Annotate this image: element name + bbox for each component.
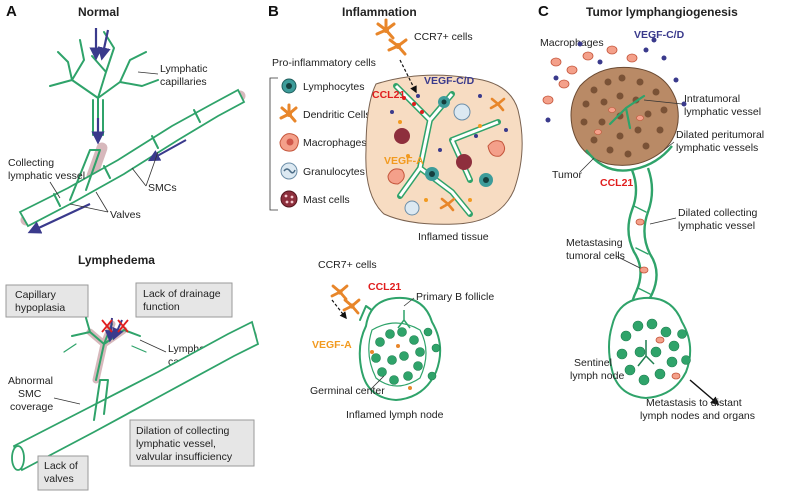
collecting-vessel-label-1: Collecting	[8, 157, 54, 169]
panel-c-letter: C	[538, 3, 549, 20]
legend-lymphocytes: Lymphocytes	[303, 81, 364, 93]
metastasing-label-2: tumoral cells	[566, 250, 625, 262]
svg-text:Lack of drainage: Lack of drainage	[143, 288, 221, 300]
sentinel-label-2: lymph node	[570, 370, 624, 382]
primary-follicle-label: Primary B follicle	[416, 291, 494, 303]
lymphedema-collecting-vessel	[11, 320, 260, 472]
germinal-center-label: Germinal center	[310, 385, 385, 397]
intratumoral-label-1: Intratumoral	[684, 93, 740, 105]
legend-granulocytes: Granulocytes	[303, 166, 365, 178]
abnormal-smc-label-1: Abnormal	[8, 375, 53, 387]
svg-text:hypoplasia: hypoplasia	[15, 302, 65, 314]
legend-dendritic-cell-icon	[279, 103, 298, 123]
sentinel-label-1: Sentinel	[574, 357, 612, 369]
abnormal-smc-label-2: SMC	[18, 388, 42, 400]
tumor-mass	[570, 66, 679, 172]
dilated-peritumoral-label-1: Dilated peritumoral	[676, 129, 764, 141]
ccl21-label-b-top: CCL21	[372, 89, 405, 101]
normal-capillary-network	[49, 28, 159, 145]
macrophages-label-c: Macrophages	[540, 37, 604, 49]
metastasing-label-1: Metastasing	[566, 237, 623, 249]
intratumoral-label-2: lymphatic vessel	[684, 106, 761, 118]
pro-inflammatory-label: Pro-inflammatory cells	[272, 57, 376, 69]
vegf-a-label-b-top: VEGF-A	[384, 155, 424, 167]
panel-a-letter: A	[6, 3, 17, 20]
panel-c-title: Tumor lymphangiogenesis	[586, 5, 738, 19]
dilated-collecting-vessel	[627, 167, 658, 317]
svg-text:valvular insufficiency: valvular insufficiency	[136, 451, 233, 463]
ccr7-top-label: CCR7+ cells	[414, 31, 473, 43]
legend-bracket	[269, 77, 278, 211]
svg-text:function: function	[143, 301, 180, 313]
legend-macrophages: Macrophages	[303, 137, 367, 149]
ccr7-dendritic-cells-top	[375, 18, 408, 56]
legend-macrophage-icon	[279, 133, 299, 152]
inflamed-lymph-node-label: Inflamed lymph node	[346, 409, 444, 421]
normal-capillaries-label-1: Lymphatic	[160, 63, 207, 75]
panel-a-normal-title: Normal	[78, 5, 119, 19]
svg-text:lymphatic vessel,: lymphatic vessel,	[136, 438, 216, 450]
smcs-label: SMCs	[148, 182, 177, 194]
legend-granulocyte-icon	[280, 162, 298, 180]
valves-label: Valves	[110, 209, 141, 221]
legend-lymphocyte-icon	[281, 78, 297, 94]
legend-mast-cells: Mast cells	[303, 194, 350, 206]
capillary-hypoplasia-box: Capillary hypoplasia	[5, 284, 89, 318]
metastasis-label-2: lymph nodes and organs	[640, 410, 755, 422]
ccl21-label-b-bottom: CCL21	[368, 281, 401, 293]
panel-b-title: Inflammation	[342, 5, 417, 19]
legend-mast-cell-icon	[280, 190, 298, 208]
dilation-box: Dilation of collecting lymphatic vessel,…	[129, 419, 255, 467]
tumor-label: Tumor	[552, 169, 582, 181]
panel-a: A Normal Lymphatic capillaries Collectin…	[5, 3, 260, 491]
legend-dendritic-cells: Dendritic Cells	[303, 109, 371, 121]
lymphedema-title: Lymphedema	[78, 253, 155, 267]
panel-b-letter: B	[268, 3, 279, 20]
svg-text:Lack of: Lack of	[44, 460, 78, 472]
ccr7-dendritic-cells-bottom	[330, 284, 361, 315]
dilated-collecting-label-2: lymphatic vessel	[678, 220, 755, 232]
vegf-a-label-b-bottom: VEGF-A	[312, 339, 352, 351]
inflamed-tissue	[365, 59, 523, 225]
inflamed-lymph-node	[331, 296, 442, 402]
lack-valves-box: Lack of valves	[37, 455, 89, 491]
inflamed-tissue-label: Inflamed tissue	[418, 231, 489, 243]
ccr7-bottom-label: CCR7+ cells	[318, 259, 377, 271]
panel-b: B Inflammation CCR7+ cells Pro-inflammat…	[268, 3, 523, 421]
panel-c: C Tumor lymphangiogenesis Macrophages VE…	[538, 3, 764, 422]
dilated-collecting-label-1: Dilated collecting	[678, 207, 758, 219]
abnormal-smc-label-3: coverage	[10, 401, 53, 413]
vegf-cd-label-c: VEGF-C/D	[634, 29, 685, 41]
svg-text:Capillary: Capillary	[15, 289, 57, 301]
svg-text:Dilation of collecting: Dilation of collecting	[136, 425, 230, 437]
lymphedema-capillaries	[63, 317, 147, 384]
collecting-vessel-label-2: lymphatic vessel	[8, 170, 85, 182]
normal-capillaries-label-2: capillaries	[160, 76, 207, 88]
ccl21-label-c: CCL21	[600, 177, 633, 189]
vegf-cd-label-b: VEGF-C/D	[424, 75, 475, 87]
metastasis-label-1: Metastasis to distant	[646, 397, 742, 409]
lack-drainage-box: Lack of drainage function	[135, 282, 233, 318]
tumor-microenvironment-cells	[542, 37, 687, 123]
sentinel-lymph-node	[608, 296, 720, 406]
svg-text:valves: valves	[44, 473, 74, 485]
dilated-peritumoral-label-2: lymphatic vessels	[676, 142, 758, 154]
